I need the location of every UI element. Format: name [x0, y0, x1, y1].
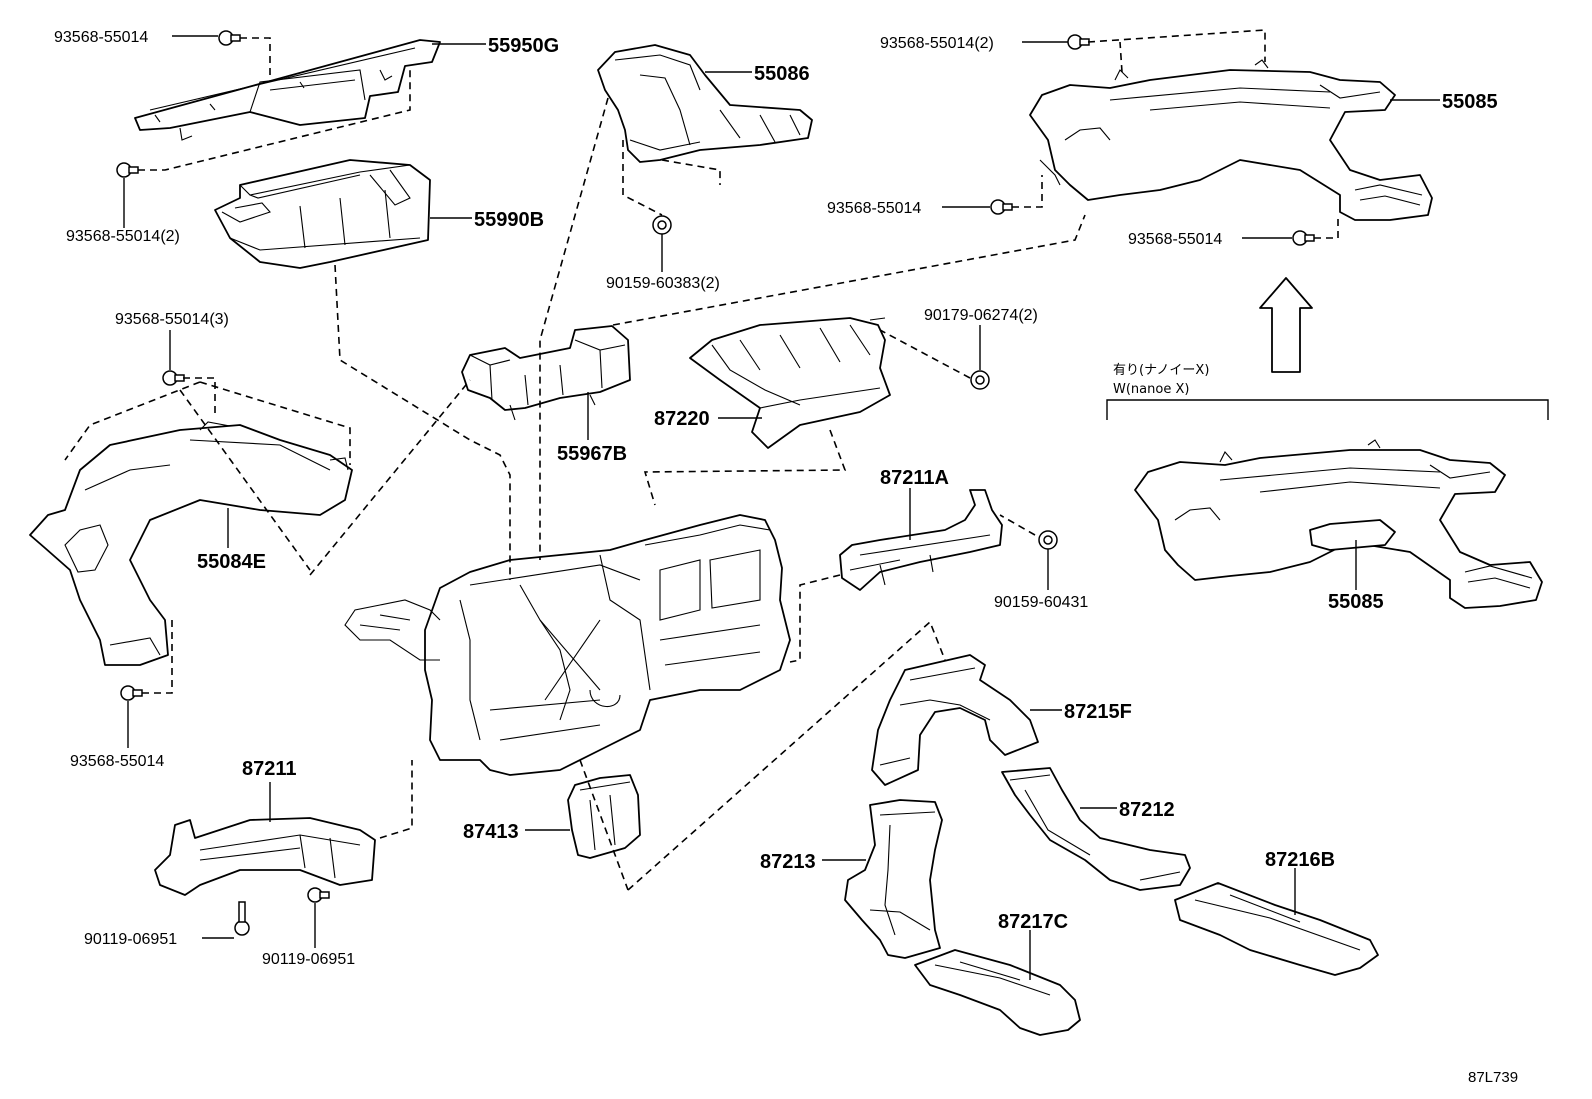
screw-icon	[120, 685, 143, 701]
label-55950G: 55950G	[488, 35, 559, 57]
assembly-lines	[64, 29, 1339, 891]
label-90179-06274-2: 90179-06274(2)	[924, 307, 1038, 324]
screw-icon	[218, 30, 241, 46]
part-87413-illustration	[567, 774, 641, 859]
part-87211-illustration	[154, 817, 376, 896]
screw-icon	[990, 199, 1013, 215]
label-55990B: 55990B	[474, 209, 544, 231]
bolt-icon	[234, 901, 250, 936]
bolt-icon	[307, 887, 330, 903]
screw-icon	[162, 370, 185, 386]
label-87211A: 87211A	[880, 467, 949, 489]
label-55084E: 55084E	[197, 551, 266, 573]
label-90119-06951-a: 90119-06951	[84, 931, 177, 948]
illustration-reference: 87L739	[1468, 1069, 1518, 1086]
label-87212: 87212	[1119, 799, 1175, 821]
label-87217C: 87217C	[998, 911, 1068, 933]
fasteners	[116, 30, 1315, 936]
part-55990B-illustration	[214, 159, 431, 269]
clip-icon	[970, 370, 990, 390]
label-90119-06951-b: 90119-06951	[262, 951, 355, 968]
screw-icon	[1067, 34, 1090, 50]
variant-note-en: W(nanoe X)	[1113, 382, 1189, 397]
label-87220: 87220	[654, 408, 710, 430]
label-55085-top: 55085	[1442, 91, 1498, 113]
part-87216B-illustration	[1174, 882, 1379, 976]
clip-icon	[652, 215, 672, 235]
variant-note-jp: 有り(ナノイーX)	[1113, 363, 1209, 378]
up-arrow-icon	[1259, 277, 1313, 373]
label-55085-bottom: 55085	[1328, 591, 1384, 613]
leader-lines	[123, 35, 1440, 980]
part-55967B-illustration	[461, 325, 631, 421]
part-87220-illustration	[689, 317, 891, 449]
label-93568-55014-right-mid: 93568-55014	[827, 200, 921, 217]
screw-icon	[1292, 230, 1315, 246]
label-87213: 87213	[760, 851, 816, 873]
hvac-unit-illustration	[344, 514, 791, 776]
label-93568-55014-3-left: 93568-55014(3)	[115, 311, 229, 328]
label-87413: 87413	[463, 821, 519, 843]
label-93568-55014-bottom-left: 93568-55014	[70, 753, 164, 770]
label-87216B: 87216B	[1265, 849, 1335, 871]
label-90159-60383-2: 90159-60383(2)	[606, 275, 720, 292]
label-90159-60431: 90159-60431	[994, 594, 1088, 611]
label-93568-55014-2-left: 93568-55014(2)	[66, 228, 180, 245]
label-93568-55014-2-right: 93568-55014(2)	[880, 35, 994, 52]
part-87215F-illustration	[871, 654, 1039, 786]
labels: 93568-55014 55950G 93568-55014(2) 55990B…	[54, 29, 1518, 1086]
part-87217C-illustration	[914, 949, 1081, 1036]
part-55085-top-illustration	[1029, 59, 1433, 221]
label-55967B: 55967B	[557, 443, 627, 465]
clip-icon	[1038, 530, 1058, 550]
label-55086: 55086	[754, 63, 810, 85]
part-87212-illustration	[1001, 767, 1191, 891]
label-93568-55014-right-low: 93568-55014	[1128, 231, 1222, 248]
part-55086-illustration	[597, 44, 813, 163]
label-87215F: 87215F	[1064, 701, 1132, 723]
part-55950G-illustration	[134, 39, 441, 141]
part-87213-illustration	[844, 799, 943, 959]
part-55084E-illustration	[29, 421, 353, 666]
label-87211: 87211	[242, 758, 297, 780]
part-87211A-illustration	[839, 489, 1003, 591]
label-93568-55014-top-left: 93568-55014	[54, 29, 148, 46]
variant-bracket	[1106, 399, 1549, 420]
screw-icon	[116, 162, 139, 178]
part-55085-bottom-illustration	[1134, 439, 1543, 609]
